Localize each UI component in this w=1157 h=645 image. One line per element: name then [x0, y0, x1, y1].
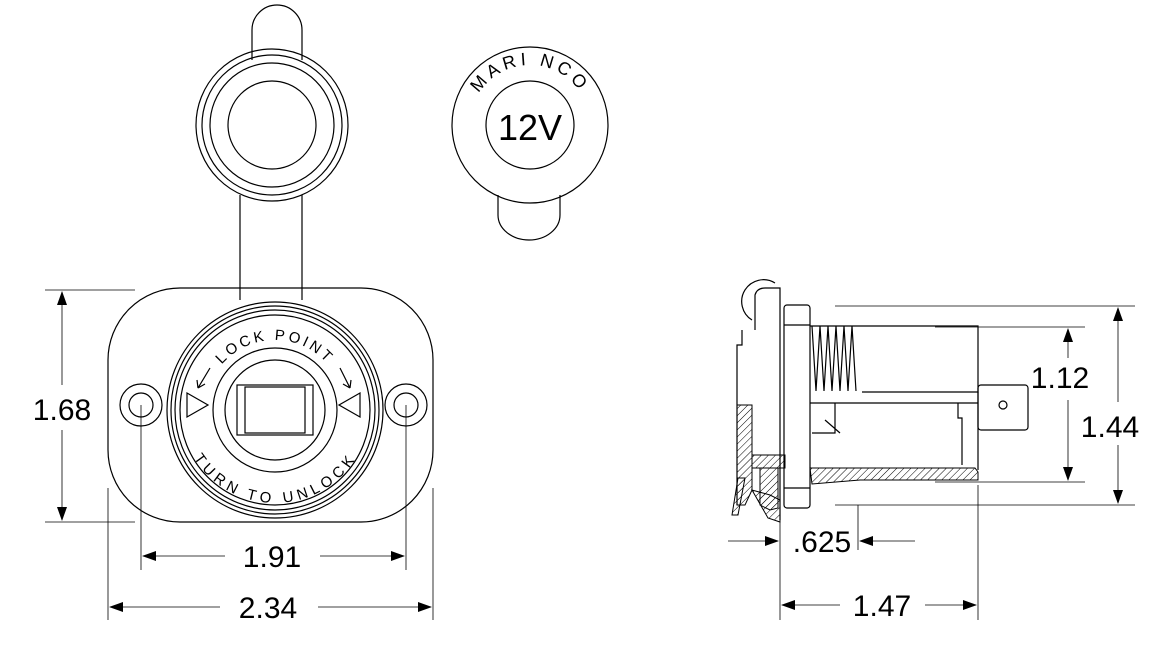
dim-width-front: 2.34: [239, 592, 297, 625]
closed-cap: MARI NCO 12V: [451, 46, 609, 241]
dim-height-front: 1.68: [33, 394, 91, 427]
brand-text: MARI NCO: [466, 49, 594, 96]
turn-to-unlock-text: TURN TO UNLOCK: [190, 451, 360, 508]
dim-flange-depth: .625: [793, 526, 851, 559]
dim-depth-side: 1.47: [853, 590, 911, 623]
front-flange: LOCK POINT TURN TO UNLOCK: [107, 287, 434, 523]
dim-hole-spacing: 1.91: [243, 541, 301, 574]
side-dimensions: 1.44 1.12 .625 1.47: [728, 305, 1139, 623]
side-view: [731, 279, 1029, 523]
voltage-label: 12V: [498, 107, 562, 148]
dim-inner-side: 1.12: [1031, 362, 1089, 395]
dim-height-side: 1.44: [1081, 411, 1139, 444]
front-dimensions: 1.68 1.91 2.34: [33, 289, 434, 625]
front-cap: [195, 4, 349, 300]
lock-point-text: LOCK POINT: [212, 327, 337, 368]
